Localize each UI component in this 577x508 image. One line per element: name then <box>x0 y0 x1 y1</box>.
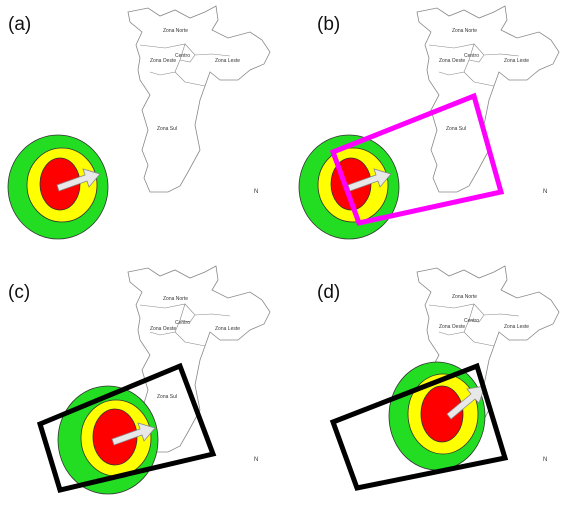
zone-label-sul: Zona Sul <box>157 394 177 400</box>
panel-label-b: (b) <box>317 14 341 35</box>
highlight-box <box>36 362 217 493</box>
zone-label-centro: Centro <box>464 318 479 324</box>
zone-label-norte: Zona Norte <box>452 294 477 300</box>
zone-label-sul: Zona Sul <box>157 126 177 132</box>
zone-label-leste: Zona Leste <box>215 58 240 64</box>
city-map: Zona Norte Zona Oeste Centro Zona Leste … <box>127 265 271 453</box>
north-arrow-icon: N <box>254 457 258 463</box>
panel-label-d: (d) <box>317 282 341 303</box>
direction-arrow <box>111 422 156 446</box>
panel-c: Zona Norte Zona Oeste Centro Zona Leste … <box>0 254 288 508</box>
zone-label-norte: Zona Norte <box>452 28 477 34</box>
zone-border <box>139 303 231 347</box>
map-outline <box>127 5 271 193</box>
north-arrow-icon: N <box>543 457 547 463</box>
highlight-box <box>329 362 509 491</box>
north-arrow-icon: N <box>254 189 258 195</box>
zone-label-leste: Zona Leste <box>504 324 529 330</box>
impact-circles <box>388 361 486 471</box>
zone-label-centro: Centro <box>175 53 190 59</box>
direction-arrow <box>56 168 101 192</box>
zone-label-centro: Centro <box>175 320 190 326</box>
zone-label-leste: Zona Leste <box>215 326 240 332</box>
impact-circles <box>57 385 159 495</box>
zone-label-oeste: Zona Oeste <box>150 58 176 64</box>
zone-label-sul: Zona Sul <box>446 126 466 132</box>
panel-label-c: (c) <box>8 282 31 303</box>
direction-arrow <box>347 168 392 192</box>
city-map: Zona Norte Zona Oeste Centro Zona Leste … <box>416 5 560 193</box>
inner-core <box>420 385 464 443</box>
zone-label-norte: Zona Norte <box>163 28 188 34</box>
impact-circles <box>298 134 400 240</box>
zone-label-centro: Centro <box>464 53 479 59</box>
panel-d: Zona Norte Zona Oeste Centro Zona Leste … <box>289 254 577 508</box>
zone-border <box>428 303 520 347</box>
zone-label-oeste: Zona Oeste <box>439 324 465 330</box>
highlight-box <box>329 92 505 226</box>
panel-label-a: (a) <box>8 14 32 35</box>
panel-d-graphic: Zona Norte Zona Oeste Centro Zona Leste … <box>329 265 560 491</box>
zone-label-oeste: Zona Oeste <box>150 326 176 332</box>
panel-a: Zona Norte Zona Oeste Centro Zona Leste … <box>0 0 288 254</box>
panel-a-graphic: Zona Norte Zona Oeste Centro Zona Leste … <box>7 5 271 240</box>
impact-circles <box>7 134 109 240</box>
north-arrow-icon: N <box>543 189 547 195</box>
zone-label-oeste: Zona Oeste <box>439 58 465 64</box>
map-outline <box>127 265 271 453</box>
panel-b-graphic: Zona Norte Zona Oeste Centro Zona Leste … <box>298 5 560 240</box>
panel-c-graphic: Zona Norte Zona Oeste Centro Zona Leste … <box>36 265 271 495</box>
zone-label-norte: Zona Norte <box>163 296 188 302</box>
zone-border <box>428 43 520 87</box>
direction-arrow <box>446 385 486 420</box>
zone-label-leste: Zona Leste <box>504 58 529 64</box>
zone-border <box>139 43 231 87</box>
panel-b: Zona Norte Zona Oeste Centro Zona Leste … <box>289 0 577 254</box>
city-map: Zona Norte Zona Oeste Centro Zona Leste … <box>127 5 271 193</box>
map-outline <box>416 5 560 193</box>
